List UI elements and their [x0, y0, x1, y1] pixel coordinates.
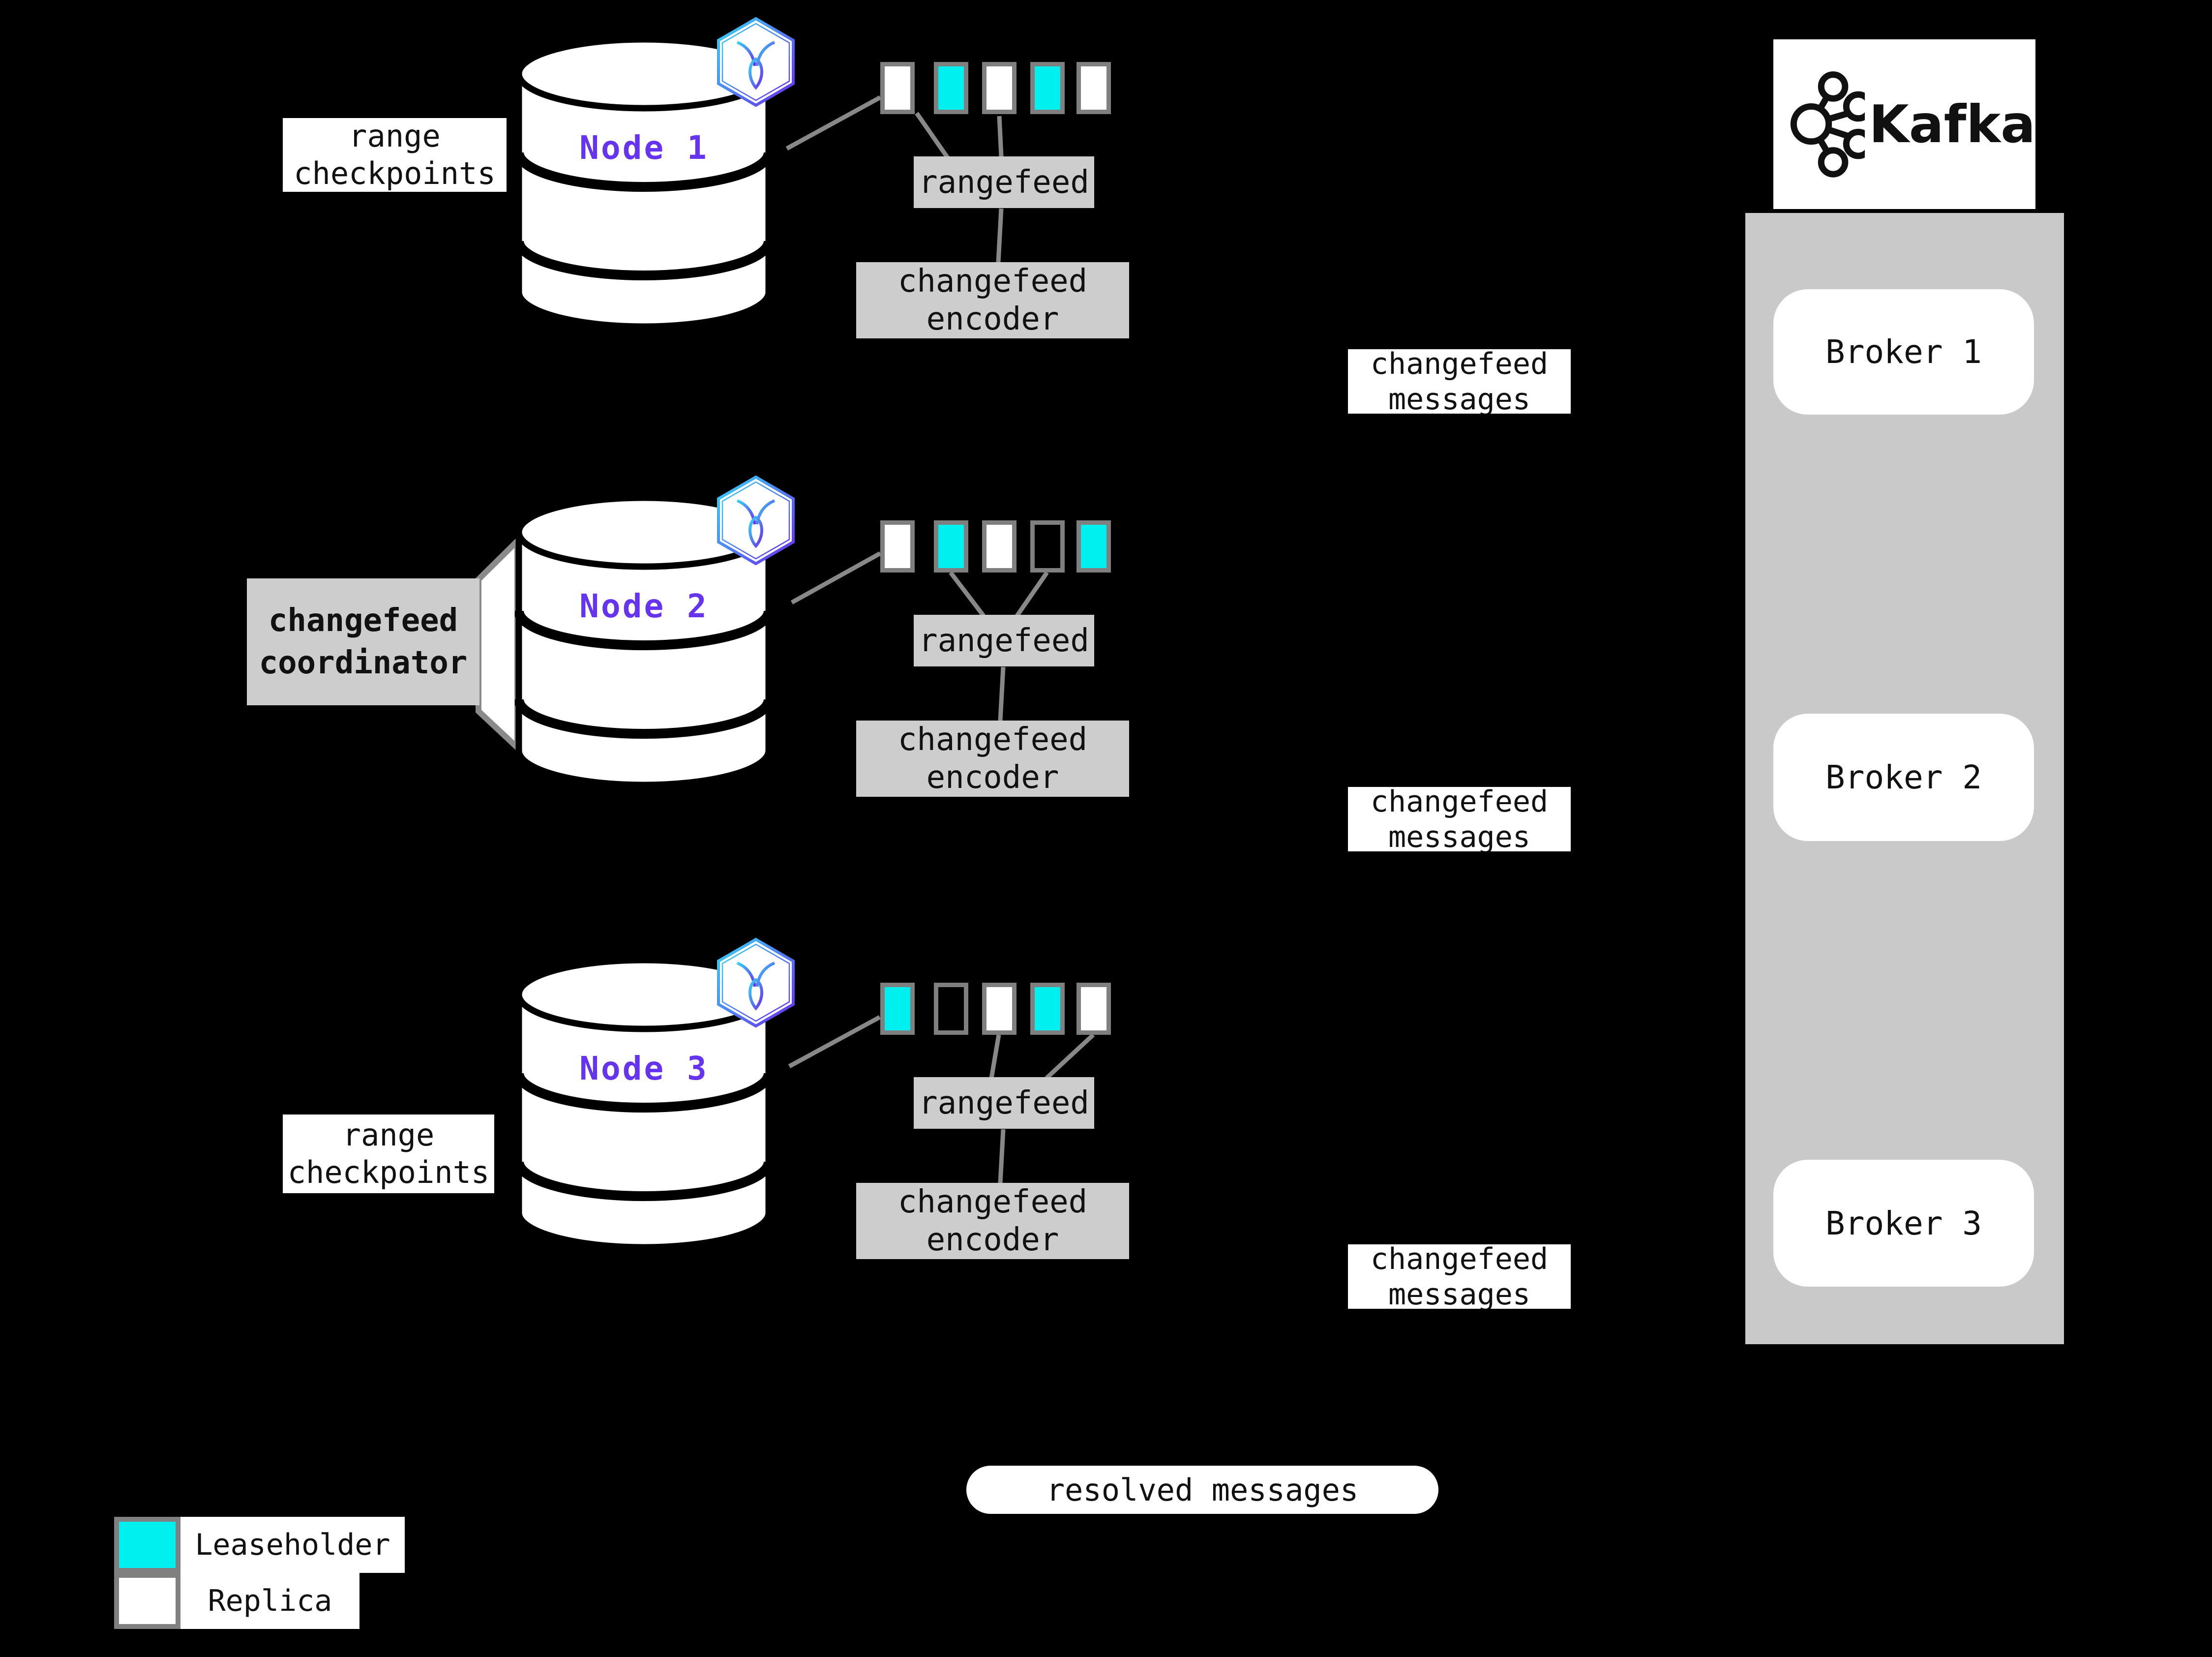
- changefeed-messages-label-1: changefeed messages: [1348, 349, 1571, 414]
- coordinator-label-line: changefeed: [268, 603, 458, 639]
- range-square: [934, 983, 968, 1035]
- label-line: changefeed: [1370, 349, 1549, 381]
- encoder-label-line: changefeed: [897, 263, 1088, 300]
- node-label: Node 3: [579, 1050, 709, 1087]
- range-square: [982, 62, 1016, 114]
- range-square: [934, 520, 968, 572]
- label-line: checkpoints: [287, 1154, 490, 1190]
- rangefeed-box-3: rangefeed: [914, 1077, 1094, 1129]
- range-square: [1076, 520, 1111, 572]
- broker-2: Broker 2: [1773, 714, 2034, 841]
- changefeed-encoder-box-2: changefeed encoder: [856, 721, 1129, 797]
- encoder-label-line: changefeed: [897, 1183, 1088, 1220]
- label-line: Leaseholder: [195, 1528, 390, 1562]
- broker-3: Broker 3: [1773, 1160, 2034, 1287]
- range-square: [1030, 983, 1065, 1035]
- label-line: messages: [1388, 819, 1530, 852]
- cockroachdb-icon: [717, 475, 795, 566]
- database-cylinder-icon: [515, 36, 773, 330]
- kafka-icon: [1790, 71, 1865, 178]
- node-1-database: Node 1: [515, 35, 773, 331]
- label-line: changefeed: [1370, 1244, 1549, 1276]
- range-square: [880, 520, 915, 572]
- changefeed-coordinator-box: changefeed coordinator: [247, 578, 479, 705]
- node-label: Node 2: [579, 587, 709, 625]
- kafka-logo-box: Kafka: [1773, 39, 2035, 209]
- kafka-logo-text: Kafka: [1869, 94, 2035, 154]
- node-3-database: Node 3: [515, 956, 773, 1251]
- encoder-label-line: encoder: [926, 1221, 1059, 1258]
- range-square: [934, 62, 968, 114]
- rangefeed-label: rangefeed: [919, 622, 1089, 659]
- rangefeed-label: rangefeed: [919, 1085, 1089, 1121]
- broker-label: Broker 2: [1825, 758, 1982, 796]
- rangefeed-box-2: rangefeed: [914, 615, 1094, 666]
- legend-leaseholder-label: Leaseholder: [180, 1517, 405, 1573]
- range-checkpoints-label-3: range checkpoints: [283, 1115, 494, 1193]
- label-line: messages: [1388, 1277, 1530, 1309]
- range-square: [1030, 62, 1065, 114]
- label-line: checkpoints: [294, 155, 496, 191]
- encoder-label-line: encoder: [926, 301, 1059, 337]
- changefeed-messages-label-3: changefeed messages: [1348, 1244, 1571, 1309]
- encoder-label-line: encoder: [926, 759, 1059, 796]
- label-line: resolved messages: [1046, 1472, 1359, 1508]
- broker-label: Broker 3: [1825, 1204, 1982, 1242]
- label-line: Replica: [208, 1584, 332, 1618]
- range-checkpoints-label-1: range checkpoints: [283, 118, 507, 192]
- changefeed-encoder-box-3: changefeed encoder: [856, 1183, 1129, 1259]
- node-2-database: Node 2: [515, 494, 773, 789]
- range-square: [1076, 62, 1111, 114]
- coordinator-flag-shape: [476, 534, 520, 754]
- broker-1: Broker 1: [1773, 289, 2034, 415]
- range-square: [880, 983, 915, 1035]
- range-square: [1076, 983, 1111, 1035]
- label-line: range: [349, 118, 441, 154]
- cockroachdb-icon: [717, 17, 795, 107]
- node-label: Node 1: [579, 129, 709, 167]
- range-square: [1030, 520, 1065, 572]
- rangefeed-label: rangefeed: [919, 164, 1089, 201]
- label-line: messages: [1388, 382, 1530, 414]
- range-square: [982, 520, 1016, 572]
- broker-label: Broker 1: [1825, 333, 1982, 371]
- legend-replica-label: Replica: [180, 1573, 359, 1629]
- changefeed-encoder-box-1: changefeed encoder: [856, 262, 1129, 338]
- rangefeed-box-1: rangefeed: [914, 156, 1094, 208]
- label-line: changefeed: [1370, 787, 1549, 819]
- encoder-label-line: changefeed: [897, 721, 1088, 758]
- resolved-messages-label: resolved messages: [966, 1466, 1438, 1514]
- cockroachdb-icon: [717, 937, 795, 1028]
- legend-leaseholder-swatch: [114, 1517, 180, 1573]
- database-cylinder-icon: [515, 957, 773, 1251]
- range-square: [880, 62, 915, 114]
- changefeed-messages-label-2: changefeed messages: [1348, 787, 1571, 851]
- legend-replica-swatch: [114, 1573, 180, 1629]
- range-square: [982, 983, 1016, 1035]
- coordinator-label-line: coordinator: [259, 645, 468, 681]
- database-cylinder-icon: [515, 494, 773, 788]
- label-line: range: [342, 1117, 435, 1153]
